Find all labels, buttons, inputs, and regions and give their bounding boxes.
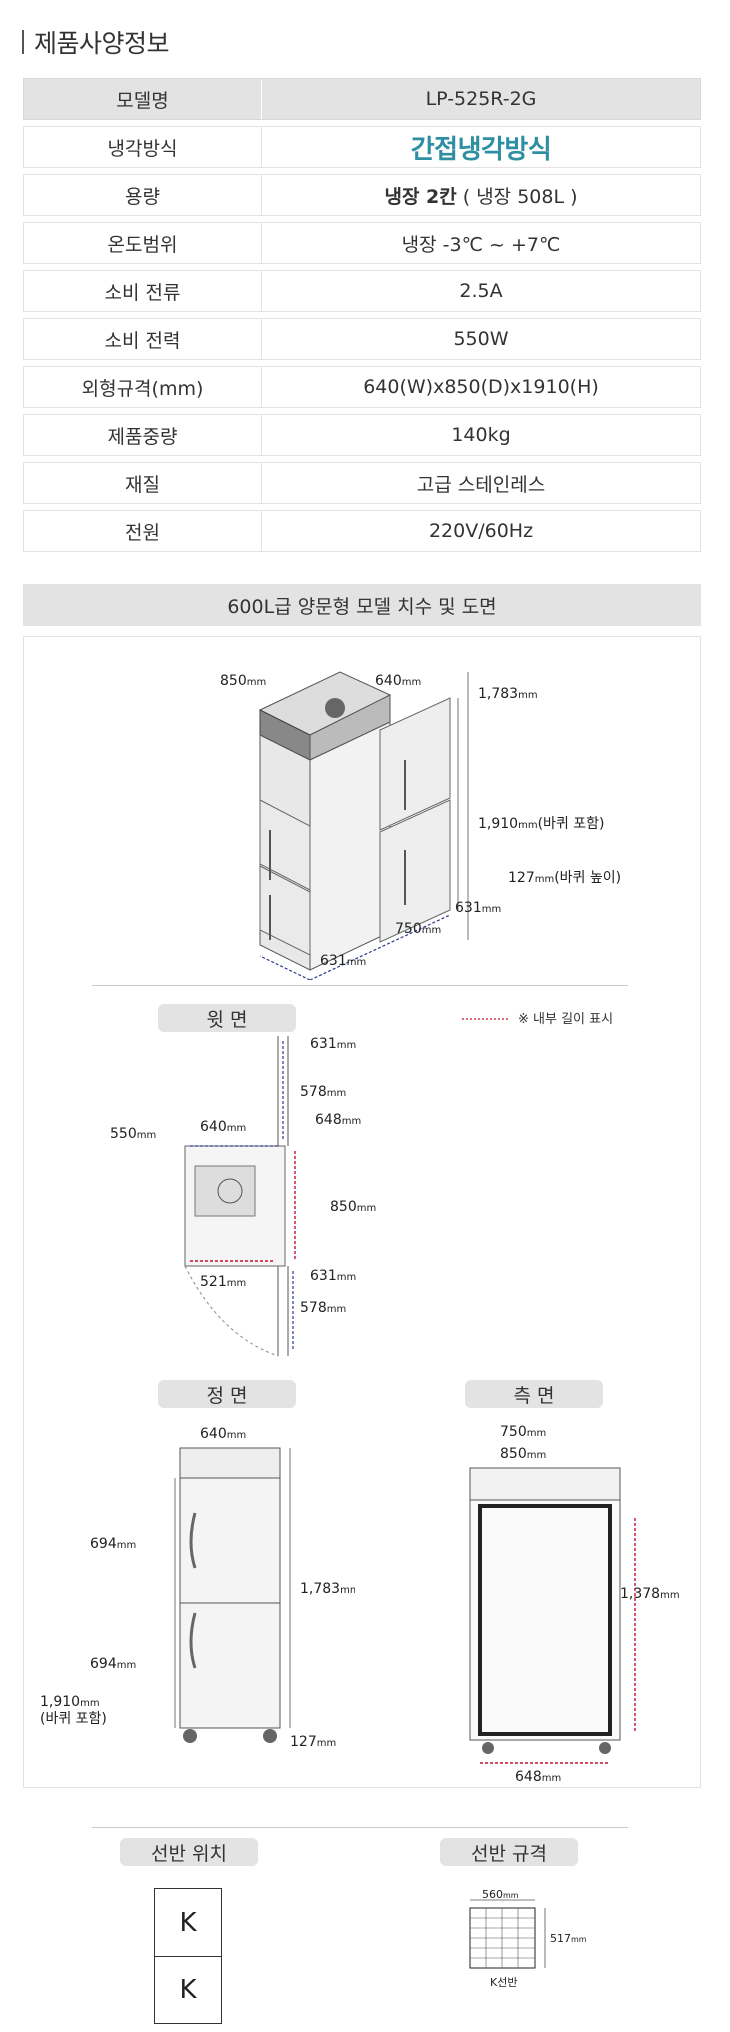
spec-key: 재질 (24, 463, 262, 503)
iso-dim-850: 850mm (220, 673, 266, 689)
front-dim-1910-note: (바퀴 포함) (40, 1711, 107, 1727)
spec-key: 모델명 (24, 79, 262, 119)
side-view-label: 측 면 (465, 1380, 603, 1408)
capacity-rest: ( 냉장 508L ) (462, 185, 578, 208)
shelf-position-box: K K (154, 1888, 222, 2024)
top-view-drawing: 631mm 578mm 640mm 648mm 550mm 850mm 521m… (110, 1036, 376, 1357)
top-view-label: 윗 면 (158, 1004, 296, 1032)
spec-row-weight: 제품중량 140kg (23, 414, 701, 456)
legend-text: ※ 내부 길이 표시 (518, 1012, 614, 1027)
shelf-spec-drawing: 560mm 517mm K선반 (469, 1890, 587, 1989)
spec-value: LP-525R-2G (425, 88, 537, 110)
front-dim-640: 640mm (200, 1426, 246, 1442)
spec-value: 냉장 -3℃ ~ +7℃ (401, 233, 561, 256)
spec-row-current: 소비 전류 2.5A (23, 270, 701, 312)
front-dim-694b: 694mm (90, 1656, 136, 1672)
top-dim-578b: 578mm (300, 1300, 346, 1316)
side-view-drawing: 750mm 850mm 1,378mm 648mm (469, 1424, 680, 1785)
spec-row-capacity: 용량 냉장 2칸 ( 냉장 508L ) (23, 174, 701, 216)
spec-key: 온도범위 (24, 223, 262, 263)
top-dim-648: 648mm (315, 1112, 361, 1128)
front-dim-694a: 694mm (90, 1536, 136, 1552)
front-dim-1783: 1,783mm (300, 1581, 355, 1597)
spec-table: 모델명 LP-525R-2G 냉각방식 간접냉각방식 용량 냉장 2칸 ( 냉장… (23, 78, 701, 558)
iso-left-door-down (259, 865, 311, 956)
shelf-position-label: 선반 위치 (120, 1838, 258, 1866)
side-dim-750: 750mm (500, 1424, 546, 1440)
spec-key: 용량 (24, 175, 262, 215)
shelf-cell: K (179, 1907, 197, 1938)
front-dim-127: 127mm (290, 1734, 336, 1748)
side-dim-648: 648mm (515, 1769, 561, 1785)
spec-value: 220V/60Hz (428, 520, 534, 542)
spec-row-size: 외형규격(mm) 640(W)x850(D)x1910(H) (23, 366, 701, 408)
top-dim-578a: 578mm (300, 1084, 346, 1100)
side-dim-850: 850mm (500, 1446, 546, 1462)
shelf-spec-label: 선반 규격 (440, 1838, 578, 1866)
shelf-name: K선반 (490, 1976, 517, 1989)
iso-dim-631-right: 631mm (455, 900, 501, 916)
spec-value: 2.5A (459, 280, 503, 302)
iso-right-door-down (379, 799, 451, 943)
spec-key: 소비 전력 (24, 319, 262, 359)
spec-row-model: 모델명 LP-525R-2G (23, 78, 701, 120)
top-dim-550: 550mm (110, 1126, 156, 1142)
front-view-drawing: 640mm 694mm 1,783mm 694mm 1,910mm (바퀴 포함… (40, 1426, 355, 1748)
iso-dim-1910: 1,910mm(바퀴 포함) (478, 816, 604, 832)
iso-dim-127: 127mm(바퀴 높이) (508, 870, 621, 886)
spec-key: 제품중량 (24, 415, 262, 455)
top-dim-631b: 631mm (310, 1268, 356, 1284)
spec-key: 냉각방식 (24, 127, 262, 167)
front-view-label: 정 면 (158, 1380, 296, 1408)
spec-value: 140kg (451, 424, 511, 446)
page-title-text: 제품사양정보 (34, 29, 170, 58)
drawing-frame (23, 636, 701, 1788)
legend-line (462, 1018, 510, 1020)
iso-dim-640: 640mm (375, 673, 421, 689)
shelf-dim-517: 517mm (550, 1932, 587, 1945)
side-dim-1378: 1,378mm (620, 1586, 680, 1602)
isometric-drawing: 850mm 640mm 1,783mm 1,910mm(바퀴 포함) 127mm… (220, 671, 621, 980)
shelf-dim-560: 560mm (482, 1890, 519, 1901)
shelf-cell: K (155, 1956, 221, 2023)
top-dim-640: 640mm (200, 1119, 246, 1135)
spec-row-temp: 온도범위 냉장 -3℃ ~ +7℃ (23, 222, 701, 264)
iso-left-door-up (259, 799, 311, 891)
spec-value: 640(W)x850(D)x1910(H) (363, 376, 599, 398)
top-dim-631a: 631mm (310, 1036, 356, 1052)
page-title: 제품사양정보 (22, 28, 170, 58)
spec-row-material: 재질 고급 스테인레스 (23, 462, 701, 504)
top-dim-521: 521mm (200, 1274, 246, 1290)
spec-value: 고급 스테인레스 (416, 473, 546, 496)
spec-value: 550W (453, 328, 509, 350)
drawing-section-title: 600L급 양문형 모델 치수 및 도면 (23, 584, 701, 626)
iso-dim-750: 750mm (395, 921, 441, 937)
top-dim-850: 850mm (330, 1199, 376, 1215)
spec-value-accent: 간접냉각방식 (410, 134, 552, 165)
spec-row-power: 소비 전력 550W (23, 318, 701, 360)
spec-value: 냉장 2칸 ( 냉장 508L ) (262, 175, 700, 215)
front-dim-1910: 1,910mm (40, 1694, 100, 1710)
iso-dim-631-left: 631mm (320, 953, 366, 969)
title-bar (22, 30, 24, 54)
divider (92, 985, 628, 986)
spec-row-power-supply: 전원 220V/60Hz (23, 510, 701, 552)
iso-right-door-up (379, 697, 451, 831)
divider (92, 1827, 628, 1828)
spec-row-cooling: 냉각방식 간접냉각방식 (23, 126, 701, 168)
spec-key: 외형규격(mm) (24, 367, 262, 407)
capacity-bold: 냉장 2칸 (384, 185, 457, 208)
iso-body-side (309, 721, 391, 971)
spec-key: 소비 전류 (24, 271, 262, 311)
spec-key: 전원 (24, 511, 262, 551)
iso-dim-1783: 1,783mm (478, 686, 538, 702)
